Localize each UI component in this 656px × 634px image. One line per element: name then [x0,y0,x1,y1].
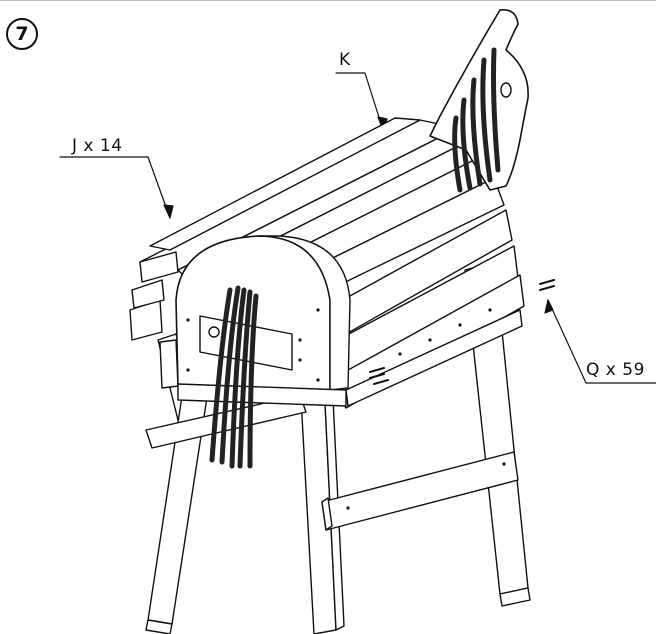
callout-k-label: K [339,50,351,70]
screws-q [369,279,555,385]
tail [209,285,259,469]
mounting-dots [186,308,506,510]
mane [452,47,501,193]
step-number-badge: 7 [6,18,38,50]
callout-leaders [59,72,656,384]
top-border [0,0,656,1]
horse-body [129,117,525,409]
callout-q-label: Q x 59 [586,360,645,380]
callout-j-label: J x 14 [72,136,123,156]
step-number: 7 [15,23,29,45]
